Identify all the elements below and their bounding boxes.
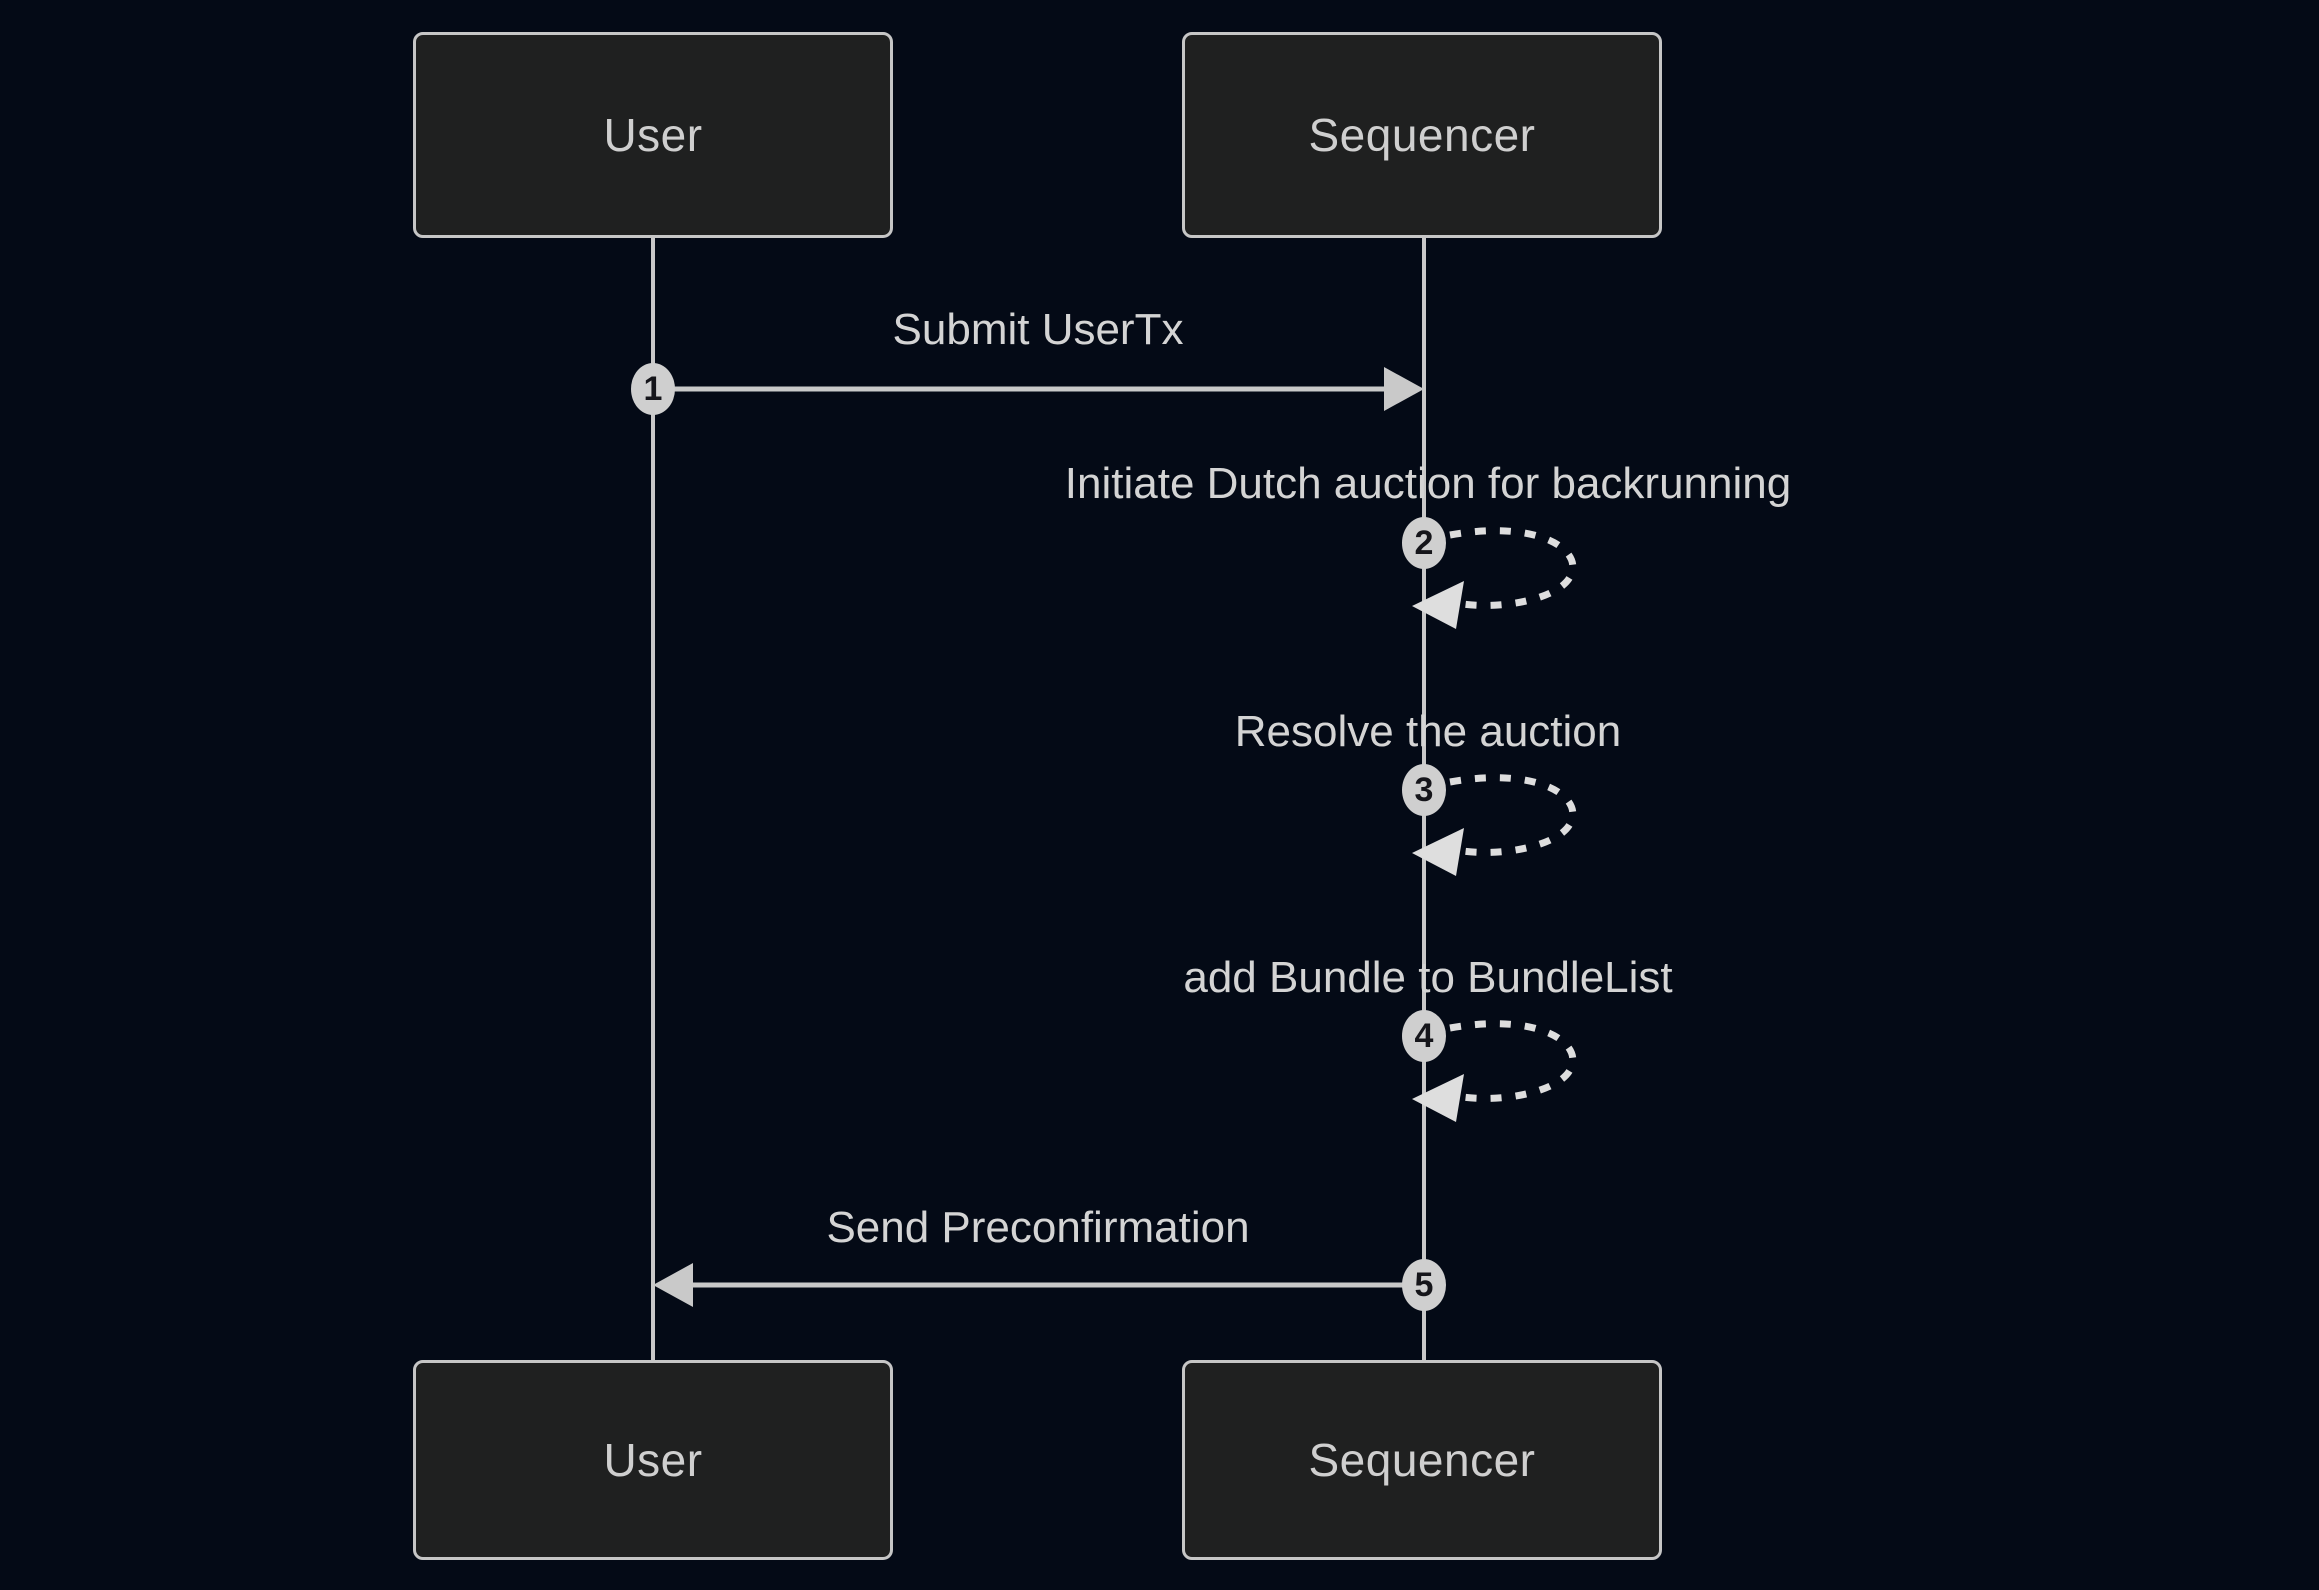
actor-box-user-top: User (413, 32, 893, 238)
message-3-label: Resolve the auction (1234, 707, 1622, 756)
actor-label-sequencer-top: Sequencer (1308, 109, 1536, 161)
self-loop-3-arrowhead-icon (1412, 828, 1464, 876)
sequence-number-badge-3: 3 (1402, 764, 1446, 816)
actor-label-sequencer-bottom: Sequencer (1308, 1434, 1536, 1486)
self-loop-2-arrowhead-icon (1412, 581, 1464, 629)
self-loop-4 (1449, 1020, 1577, 1102)
message-5-arrowhead-icon (653, 1263, 693, 1307)
self-loop-3 (1449, 774, 1577, 856)
message-5-label: Send Preconfirmation (826, 1203, 1250, 1252)
actor-box-sequencer-bottom: Sequencer (1182, 1360, 1662, 1560)
actor-box-sequencer-top: Sequencer (1182, 32, 1662, 238)
message-4-label: add Bundle to BundleList (1183, 953, 1673, 1002)
self-loop-2 (1449, 527, 1577, 609)
sequence-number-badge-5: 5 (1402, 1259, 1446, 1311)
self-loop-4-arrowhead-icon (1412, 1074, 1464, 1122)
actor-box-user-bottom: User (413, 1360, 893, 1560)
message-1-arrowhead-icon (1384, 367, 1424, 411)
sequence-number-badge-1: 1 (631, 363, 675, 415)
sequence-number-badge-4: 4 (1402, 1010, 1446, 1062)
actor-label-user-bottom: User (603, 1434, 703, 1486)
message-2-label: Initiate Dutch auction for backrunning (1064, 459, 1792, 508)
actor-label-user-top: User (603, 109, 703, 161)
message-1-label: Submit UserTx (892, 305, 1184, 354)
sequence-number-badge-2: 2 (1402, 517, 1446, 569)
